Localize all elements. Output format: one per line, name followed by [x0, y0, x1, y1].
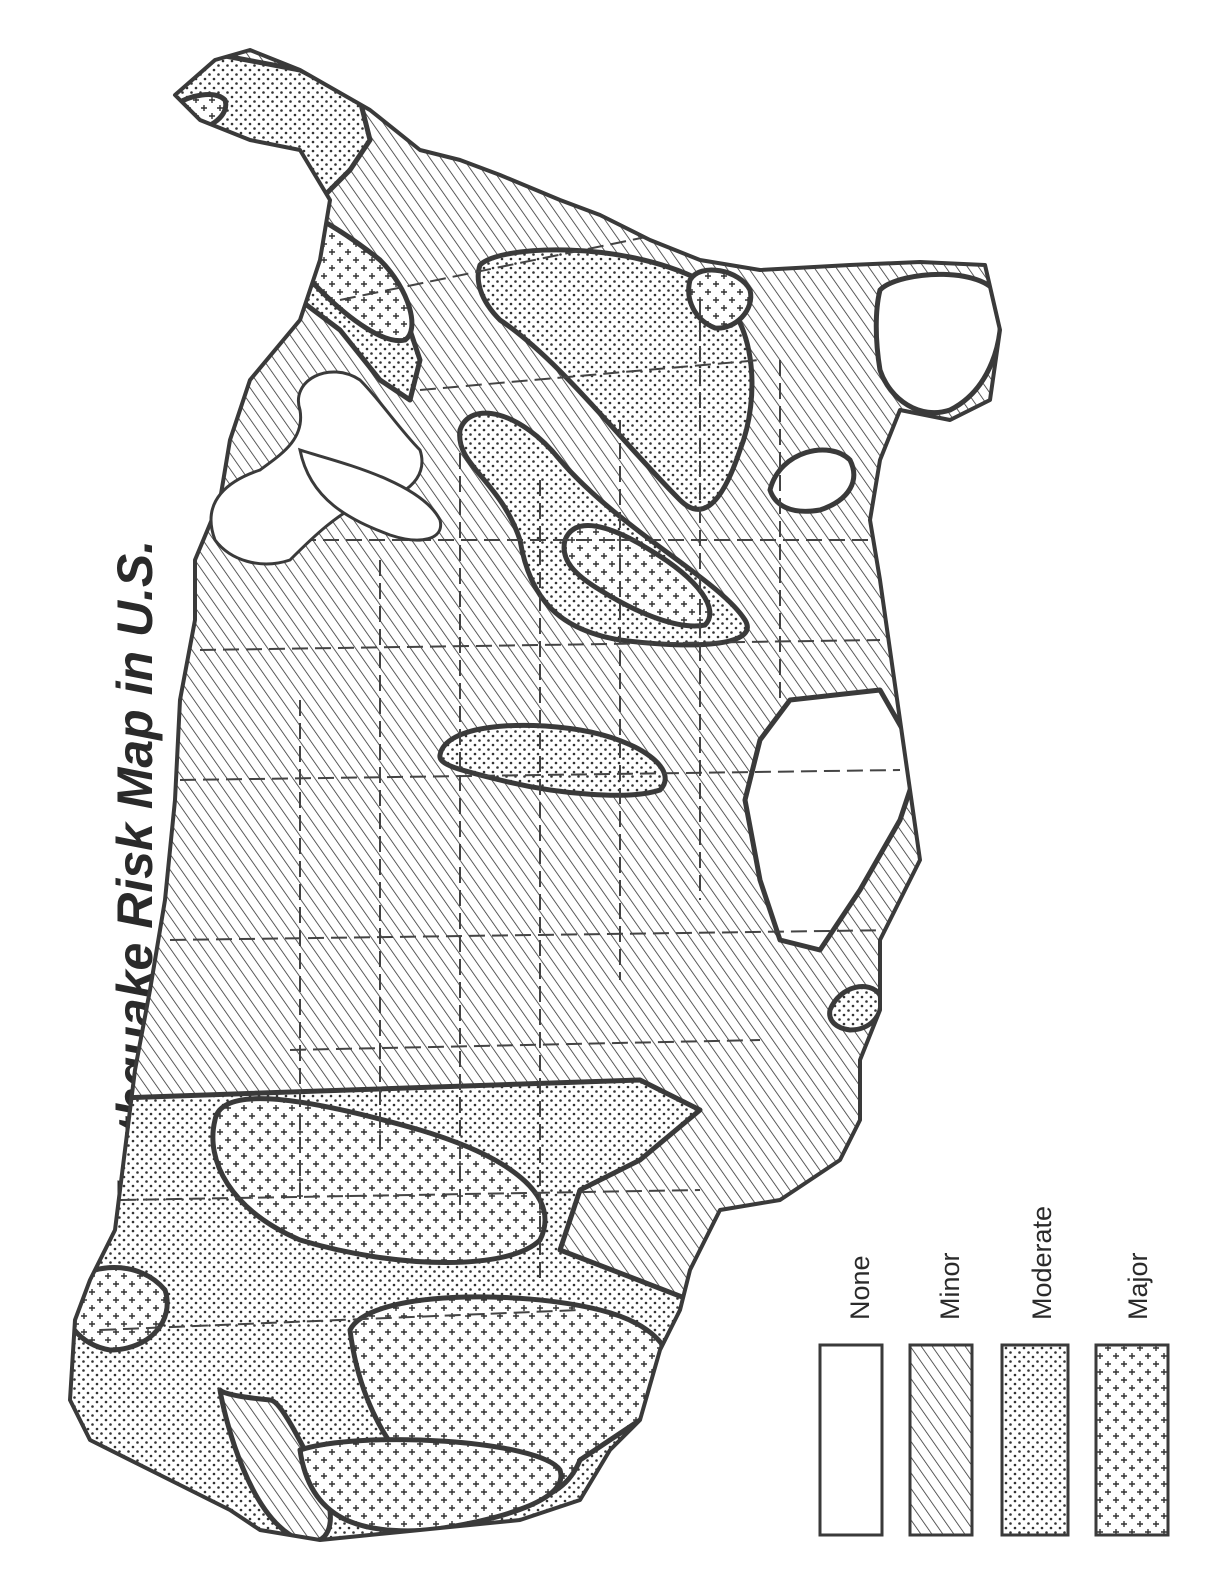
legend-label-none: None [845, 1255, 875, 1320]
state-borders [99, 229, 901, 1331]
legend-swatch-none [818, 1343, 884, 1537]
legend-swatch-moderate [1000, 1343, 1070, 1537]
legend-label-minor: Minor [935, 1252, 965, 1320]
legend-label-moderate: Moderate [1027, 1206, 1057, 1320]
legend: None Minor Moderate Major [818, 1206, 1170, 1537]
major-region-southern-california [297, 1437, 564, 1534]
legend-label-major: Major [1123, 1252, 1153, 1320]
lake-michigan [298, 447, 443, 542]
legend-item-major: Major [1094, 1252, 1170, 1537]
legend-item-moderate: Moderate [1000, 1206, 1070, 1537]
legend-swatch-minor [908, 1343, 974, 1537]
major-region-new-madrid [561, 523, 713, 629]
none-region-florida [873, 271, 1000, 416]
none-region-atlantic-pocket [767, 447, 857, 514]
moderate-region-plains [437, 722, 668, 798]
legend-swatch-major [1094, 1343, 1170, 1537]
us-map [68, 48, 1002, 1542]
legend-item-minor: Minor [908, 1252, 974, 1537]
major-region-charleston [686, 267, 754, 331]
legend-item-none: None [818, 1255, 884, 1537]
moderate-region-southeast [475, 247, 755, 512]
